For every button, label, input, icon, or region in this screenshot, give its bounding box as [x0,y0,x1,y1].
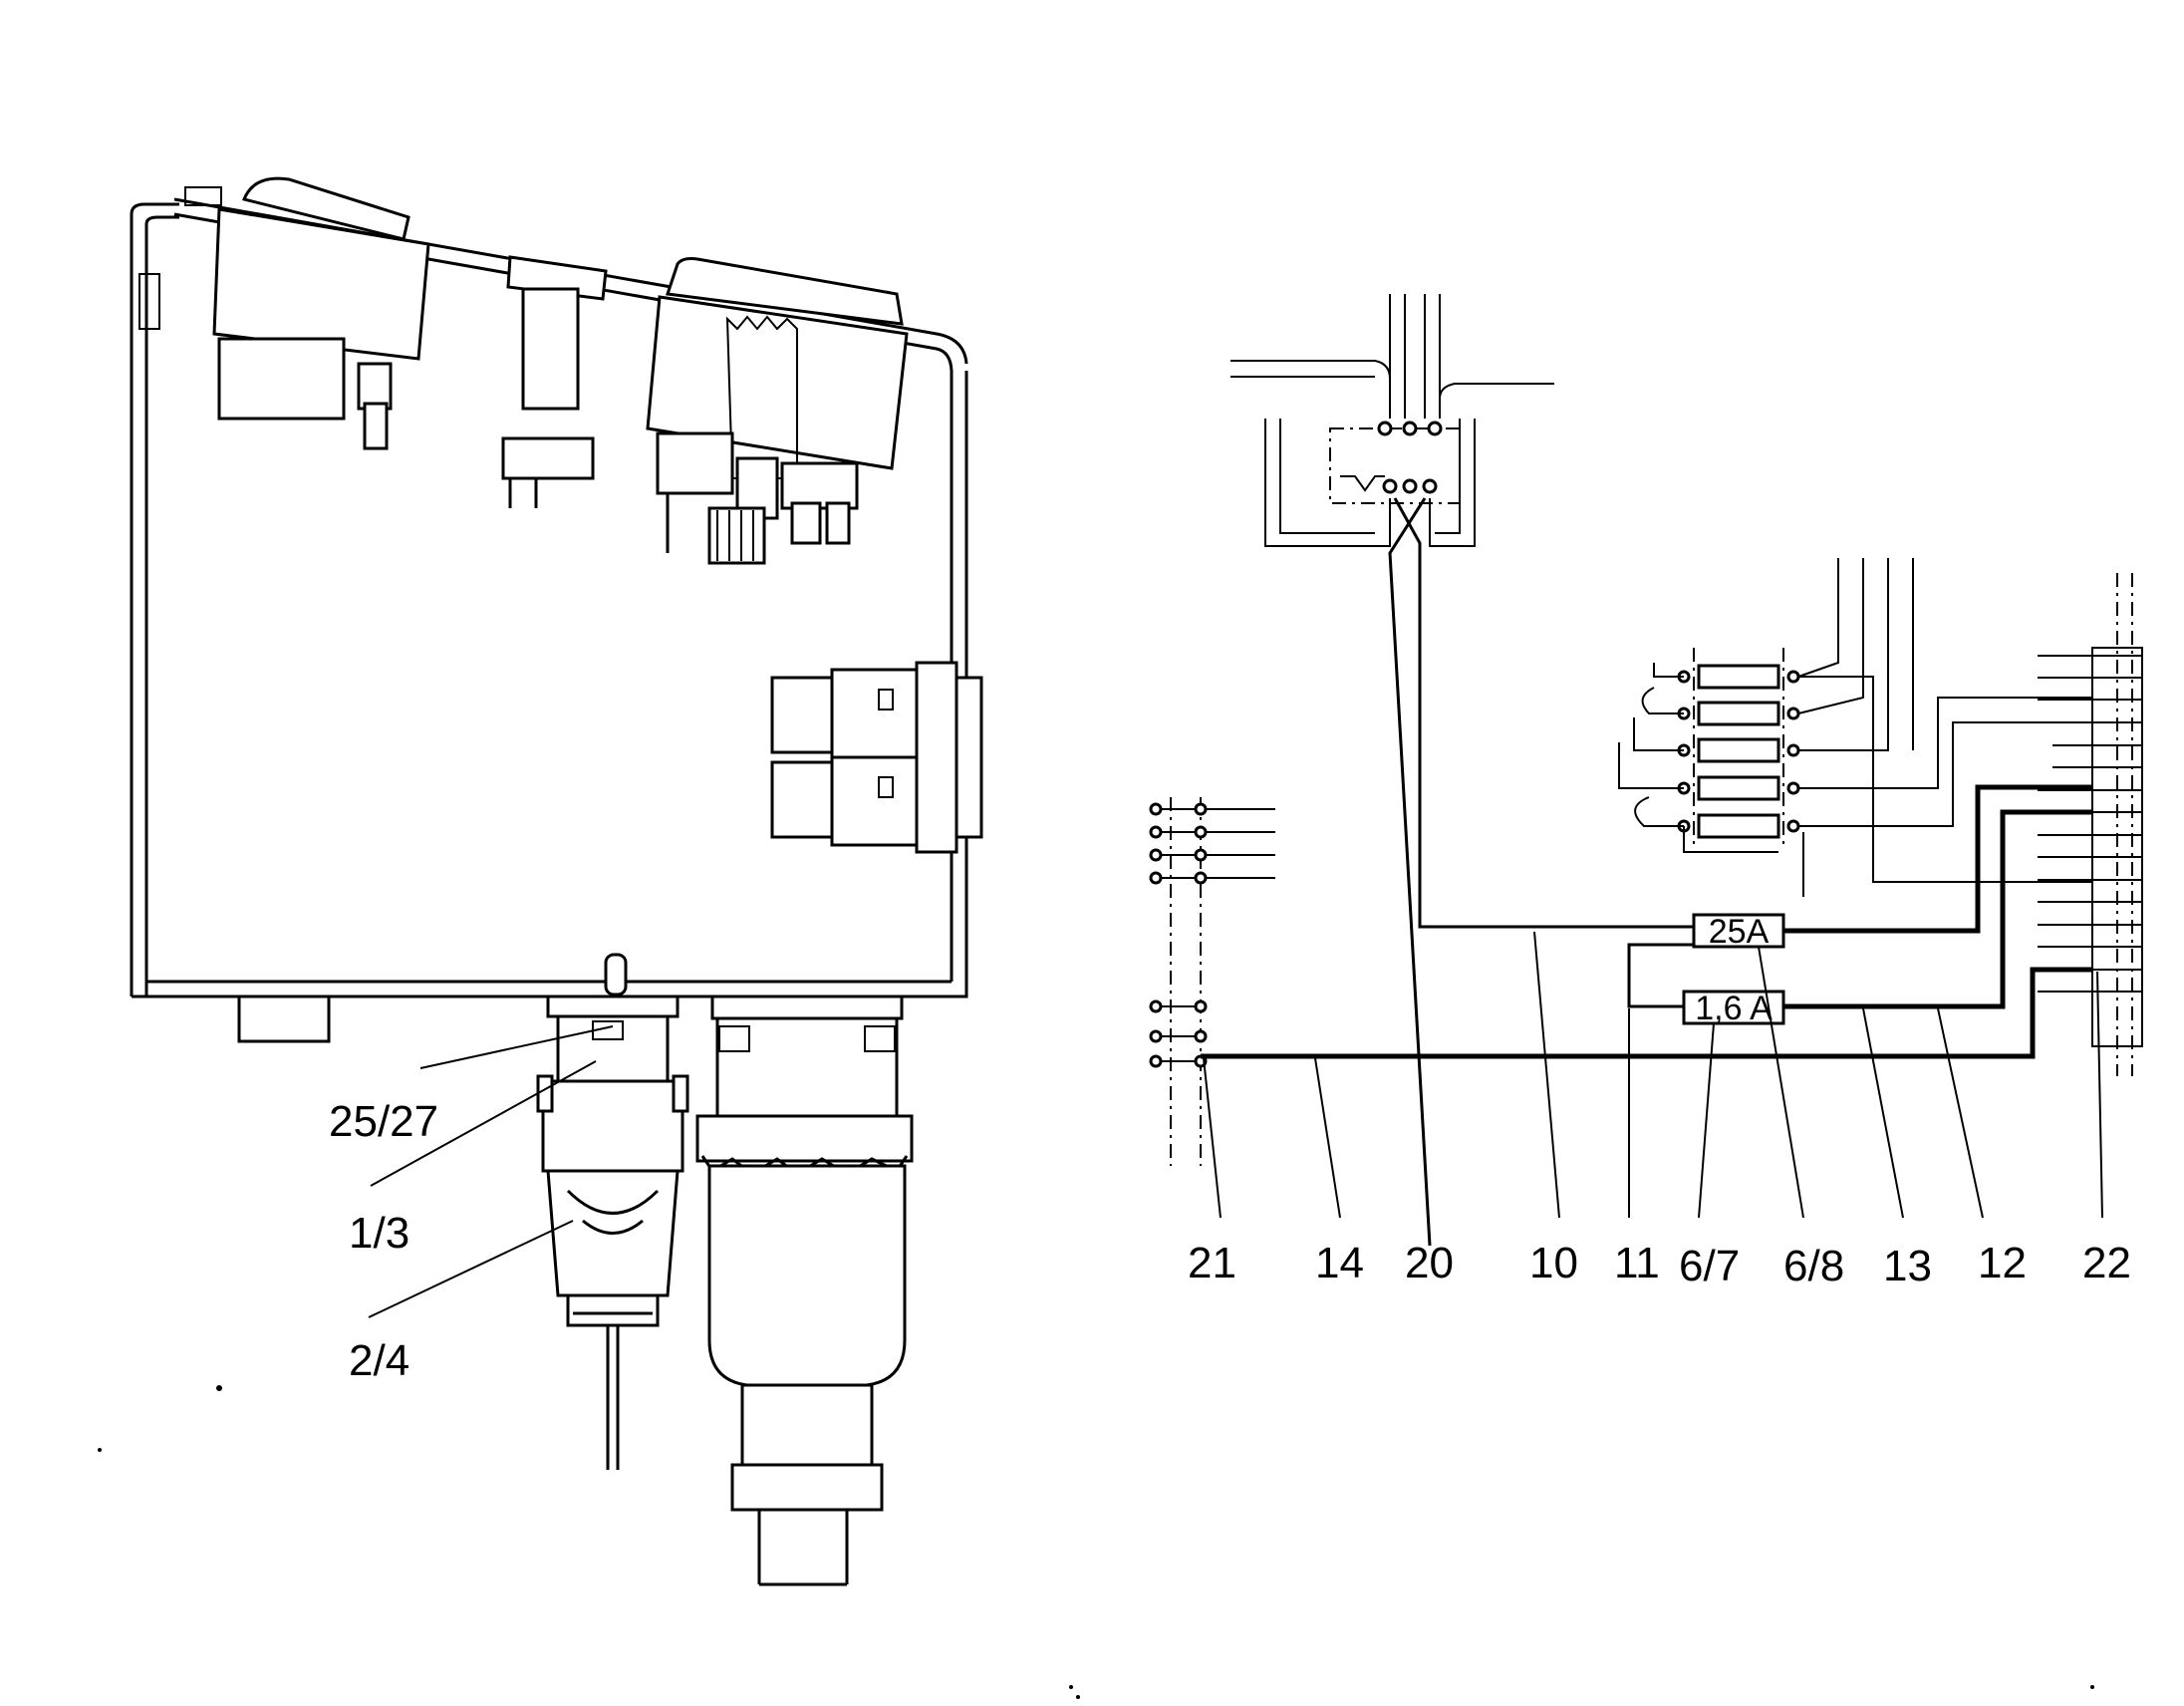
label-20: 20 [1405,1239,1454,1287]
label-21: 21 [1188,1239,1236,1287]
leader-25-27 [419,1025,614,1069]
terminal-block-22 [2038,573,2143,1076]
fuse-1-6a-label: 1,6 A [1695,990,1773,1027]
left-callout-labels: 25/27 1/3 2/4 [329,1097,438,1385]
label-10: 10 [1529,1239,1578,1287]
control-box-drawing [98,176,983,1586]
leader-1-3 [370,1060,597,1187]
terminal-block-21 [1149,797,1275,1166]
bottom-part-labels: 21 14 20 10 11 6/7 6/8 13 12 22 [1188,1239,2131,1290]
label-12: 12 [1978,1239,2027,1287]
label-1-3: 1/3 [349,1209,410,1258]
label-25-27: 25/27 [329,1097,438,1146]
label-6-8: 6/8 [1783,1242,1844,1290]
fuse-25a-label: 25A [1709,913,1770,951]
wiring-schematic: 25A 1,6 A [1069,294,2143,1699]
label-2-4: 2/4 [349,1336,410,1385]
label-13: 13 [1883,1242,1932,1290]
label-22: 22 [2082,1239,2131,1287]
label-6-7: 6/7 [1679,1242,1740,1290]
label-11: 11 [1614,1239,1660,1287]
fuse-25a: 25A [1692,913,1785,951]
resistor-bank [1618,558,2092,897]
label-14: 14 [1315,1239,1364,1287]
leader-2-4 [368,1220,574,1318]
